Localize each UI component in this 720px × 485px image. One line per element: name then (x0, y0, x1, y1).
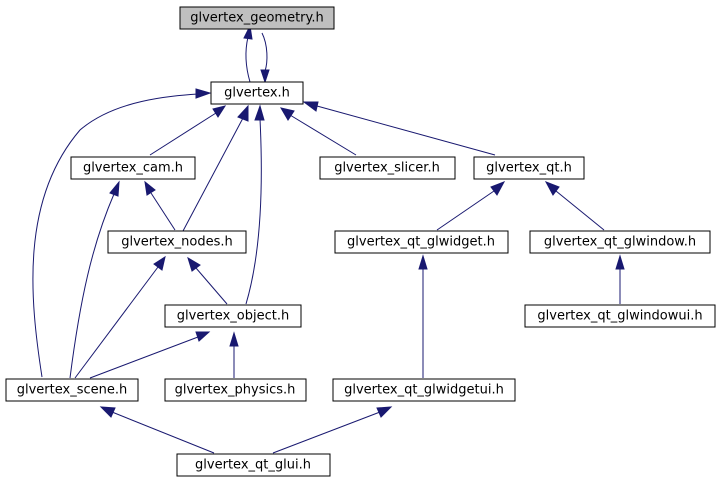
node-label: glvertex_scene.h (17, 383, 128, 398)
node-glvertex-cam[interactable]: glvertex_cam.h (70, 156, 196, 180)
arrowhead-cam-from-scene (109, 180, 120, 197)
edge-qtglui-to-qtglwidgetui (272, 411, 381, 454)
node-label: glvertex_qt_glwidgetui.h (344, 383, 504, 398)
edge-geometry-to-glvertex (261, 32, 268, 72)
arrowhead-cam-from-nodes (144, 180, 156, 196)
dependency-edges (32, 24, 625, 454)
node-glvertex-slicer[interactable]: glvertex_slicer.h (319, 156, 456, 180)
arrowhead-object-from-scene (195, 331, 211, 342)
arrowhead-object-from-physics (229, 331, 239, 347)
edge-object-to-nodes (195, 267, 228, 305)
arrowhead-qt-from-qtglwindow (544, 181, 560, 196)
node-glvertex-nodes[interactable]: glvertex_nodes.h (107, 230, 247, 254)
edge-nodes-to-cam (150, 192, 176, 231)
node-label: glvertex_nodes.h (121, 235, 233, 250)
arrowhead-nodes-from-object (187, 256, 201, 272)
node-glvertex-scene[interactable]: glvertex_scene.h (5, 378, 139, 402)
node-label: glvertex_slicer.h (334, 161, 440, 176)
arrowhead-glvertex-from-geometry (260, 69, 270, 84)
node-glvertex-qt-glwindow[interactable]: glvertex_qt_glwindow.h (529, 230, 711, 254)
edge-slicer-to-glvertex (289, 114, 357, 156)
edge-qtglwidget-to-qt (436, 190, 495, 231)
node-label: glvertex_qt_glwindow.h (544, 235, 696, 250)
node-label: glvertex_qt.h (486, 161, 572, 176)
node-glvertex-physics[interactable]: glvertex_physics.h (164, 378, 307, 402)
arrowhead-scene-from-qtglui (99, 406, 116, 418)
node-glvertex-object[interactable]: glvertex_object.h (164, 304, 302, 328)
edge-scene-to-object (89, 336, 199, 379)
arrowhead-qtglwidget-from-qtglwidgetui (418, 254, 428, 270)
node-label: glvertex_qt_glwindowui.h (537, 309, 702, 324)
node-label: glvertex_physics.h (175, 383, 296, 398)
node-label: glvertex_geometry.h (190, 11, 323, 26)
node-label: glvertex_cam.h (83, 161, 183, 176)
arrowhead-glvertex-from-nodes (237, 104, 249, 122)
node-glvertex-qt-glwidgetui[interactable]: glvertex_qt_glwidgetui.h (332, 378, 516, 402)
node-label: glvertex.h (224, 86, 290, 101)
edge-nodes-to-glvertex (182, 117, 244, 232)
arrowhead-glvertex-from-qt (302, 101, 319, 112)
node-label: glvertex_qt_glwidget.h (347, 235, 495, 250)
arrowhead-qt-from-qtglwidget (490, 181, 506, 196)
arrowhead-nodes-from-scene (153, 255, 166, 271)
node-glvertex-qt[interactable]: glvertex_qt.h (473, 156, 585, 180)
arrowhead-glvertex-from-scene (195, 88, 212, 99)
node-glvertex-qt-glwidget[interactable]: glvertex_qt_glwidget.h (334, 230, 509, 254)
node-glvertex[interactable]: glvertex.h (210, 81, 304, 105)
arrowhead-qtglwidgetui-from-qtglui (376, 406, 393, 418)
edge-glvertex-to-geometry (245, 36, 251, 83)
edge-cam-to-glvertex (149, 112, 217, 156)
file-nodes: glvertex_geometry.h glvertex.h glvertex_… (5, 6, 716, 477)
edge-qtglwindow-to-qt (555, 190, 605, 231)
arrowhead-glvertex-from-slicer (279, 107, 295, 121)
arrowhead-qtglwindow-from-qtglwindowui (615, 254, 625, 270)
node-glvertex-qt-glui[interactable]: glvertex_qt_glui.h (176, 453, 331, 477)
edge-object-to-glvertex (245, 118, 262, 305)
edge-scene-to-nodes (74, 266, 159, 379)
edge-qt-to-glvertex (316, 105, 496, 156)
edge-scene-to-cam (69, 193, 115, 379)
arrowhead-glvertex-from-cam (212, 105, 227, 118)
arrowhead-glvertex-from-object (254, 104, 265, 121)
node-label: glvertex_object.h (177, 309, 289, 324)
edge-qtglui-to-scene (111, 411, 215, 454)
node-glvertex-qt-glwindowui[interactable]: glvertex_qt_glwindowui.h (524, 304, 716, 328)
node-glvertex-geometry[interactable]: glvertex_geometry.h (179, 6, 335, 30)
node-label: glvertex_qt_glui.h (195, 458, 311, 473)
edge-scene-to-glvertex (32, 93, 199, 378)
